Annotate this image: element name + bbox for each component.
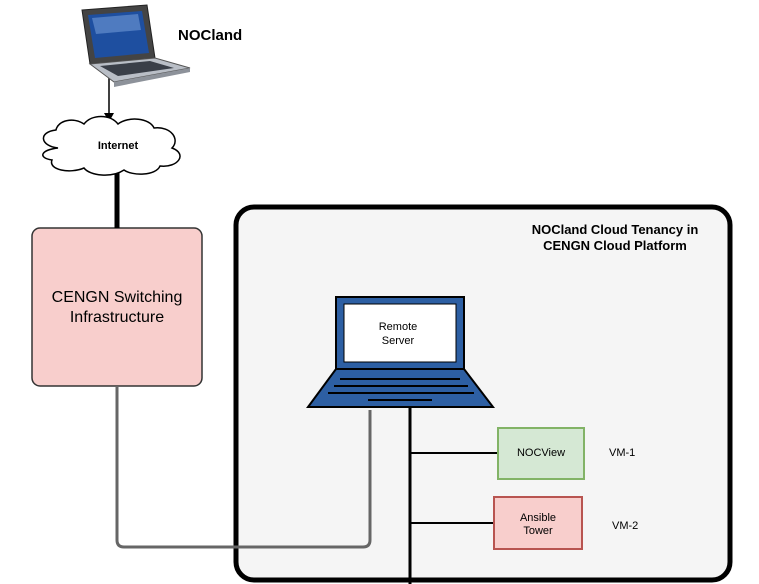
remote-server-label: Remote Server xyxy=(345,320,451,348)
cengn-label-line1: CENGN Switching xyxy=(51,289,183,306)
tenancy-title-line2: CENGN Cloud Platform xyxy=(543,238,687,253)
cloud-icon xyxy=(42,115,181,176)
ansible-label-line2: Tower xyxy=(523,525,553,537)
internet-label: Internet xyxy=(97,140,139,152)
nocland-label: NOCland xyxy=(178,27,243,44)
ansible-label-line1: Ansible xyxy=(519,512,557,524)
vm1-label: VM-1 xyxy=(609,447,636,459)
vm2-label: VM-2 xyxy=(612,520,639,532)
ansible-tower-label: Ansible Tower xyxy=(494,512,582,538)
ansible-tower-vm-box xyxy=(493,496,583,550)
tenancy-title-line1: NOCland Cloud Tenancy in xyxy=(531,222,699,237)
nocview-label: NOCView xyxy=(516,447,566,459)
nocview-vm-box xyxy=(497,427,585,480)
cengn-to-server-link xyxy=(115,386,372,549)
remote-server-laptop-icon xyxy=(306,296,496,408)
cengn-label: CENGN Switching Infrastructure xyxy=(32,288,202,328)
tenancy-title: NOCland Cloud Tenancy in CENGN Cloud Pla… xyxy=(490,222,740,254)
remote-server-label-line2: Server xyxy=(381,335,415,347)
cengn-label-line2: Infrastructure xyxy=(69,309,165,326)
remote-server-label-line1: Remote xyxy=(378,321,418,333)
laptop-icon xyxy=(81,4,191,87)
